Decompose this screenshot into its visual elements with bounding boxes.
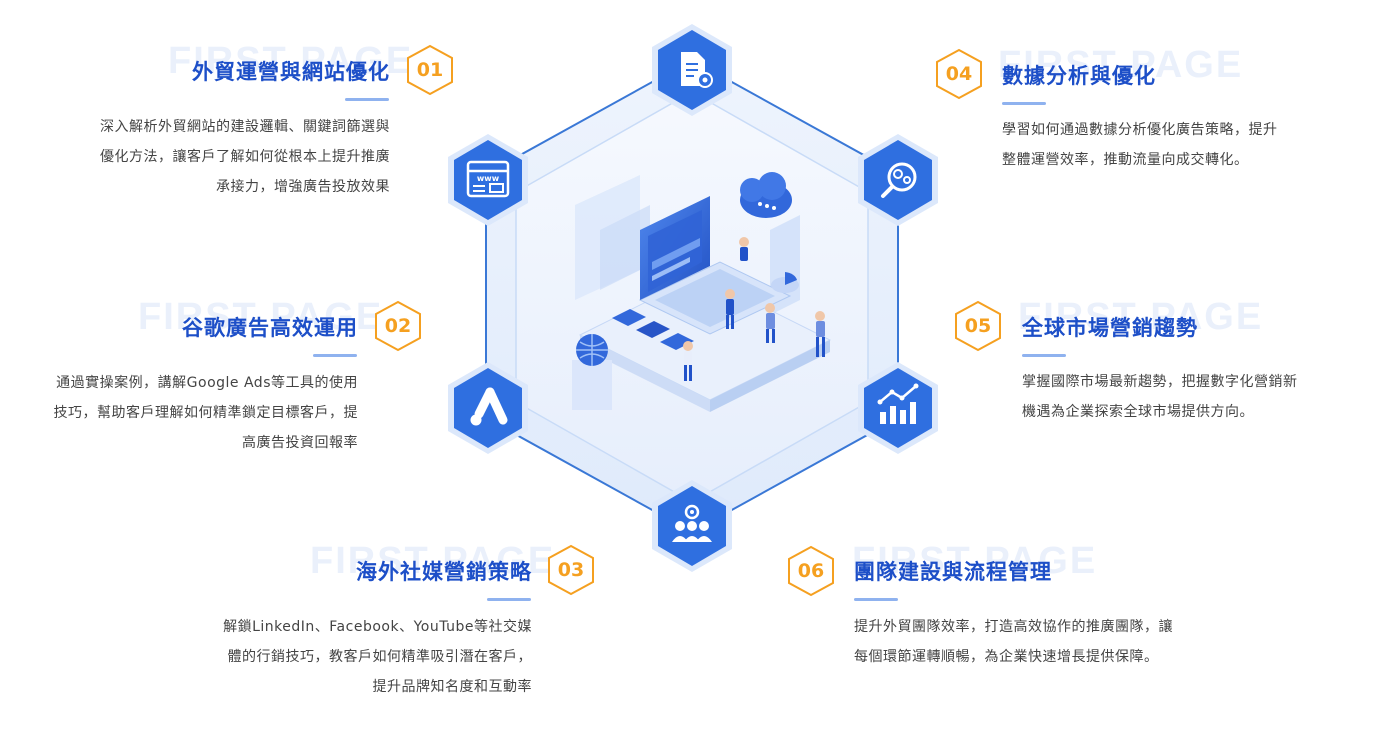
- search-analysis-icon: [856, 132, 940, 228]
- section-04-description: 學習如何通過數據分析優化廣告策略，提升整體運營效率，推動流量向成交轉化。: [1002, 122, 1278, 168]
- section-03-title: 海外社媒營銷策略: [356, 560, 532, 584]
- section-06-title: 團隊建設與流程管理: [854, 560, 1052, 584]
- section-06-underline: [854, 598, 898, 601]
- section-01-underline: [345, 98, 389, 101]
- section-02-badge: 02: [374, 300, 422, 352]
- watermark-06: FIRST PAGE: [852, 540, 1098, 582]
- section-03-badge: 03: [547, 544, 595, 596]
- watermark-02: FIRST PAGE: [138, 296, 384, 338]
- section-01-description: 深入解析外貿網站的建設邏輯、關鍵詞篩選與優化方法，讓客戶了解如何從根本上提升推廣…: [100, 119, 390, 195]
- isometric-workspace: [572, 172, 832, 412]
- section-03-underline: [487, 598, 531, 601]
- section-04-underline: [1002, 102, 1046, 105]
- section-01-title: 外貿運營與網站優化: [192, 60, 390, 84]
- section-02-underline: [313, 354, 357, 357]
- watermark-03: FIRST PAGE: [310, 540, 556, 582]
- section-05-badge: 05: [954, 300, 1002, 352]
- bar-chart-trend-icon: [856, 360, 940, 456]
- section-01-badge: 01: [406, 44, 454, 96]
- section-05-description: 掌握國際市場最新趨勢，把握數字化營銷新機遇為企業探索全球市場提供方向。: [1022, 374, 1298, 420]
- section-04-badge: 04: [935, 48, 983, 100]
- watermark-05: FIRST PAGE: [1018, 296, 1264, 338]
- section-06-description: 提升外貿團隊效率，打造高效協作的推廣團隊，讓每個環節運轉順暢，為企業快速增長提供…: [854, 619, 1173, 665]
- document-settings-icon: [650, 22, 734, 118]
- watermark-04: FIRST PAGE: [998, 44, 1244, 86]
- section-06-badge: 06: [787, 545, 835, 597]
- google-ads-icon: [446, 360, 530, 456]
- section-02-description: 通過實操案例，講解Google Ads等工具的使用技巧，幫助客戶理解如何精準鎖定…: [53, 375, 358, 451]
- section-05-underline: [1022, 354, 1066, 357]
- section-02-title: 谷歌廣告高效運用: [182, 316, 358, 340]
- section-04-title: 數據分析與優化: [1002, 64, 1156, 88]
- svg-text:www: www: [477, 174, 500, 183]
- team-network-icon: [650, 478, 734, 574]
- section-03-description: 解鎖LinkedIn、Facebook、YouTube等社交媒體的行銷技巧，教客…: [223, 619, 532, 695]
- website-www-icon: www: [446, 132, 530, 228]
- section-05-title: 全球市場營銷趨勢: [1022, 316, 1198, 340]
- watermark-01: FIRST PAGE: [168, 40, 414, 82]
